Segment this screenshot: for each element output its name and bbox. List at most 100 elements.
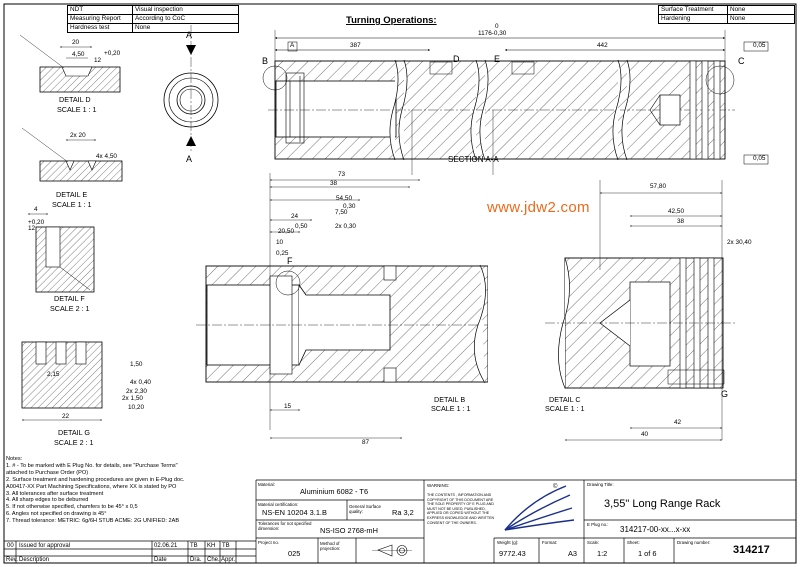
detail-e-scale: SCALE 1 : 1 xyxy=(52,200,92,209)
rev-header-approved: Appr. xyxy=(221,557,236,563)
company-logo xyxy=(504,485,575,531)
dim-c5780: 57,80 xyxy=(650,183,666,190)
dim-b030: 0,30 xyxy=(343,203,356,210)
section-letter-a-bottom: A xyxy=(186,154,193,164)
header-value: None xyxy=(727,14,795,24)
dim-d20: 20 xyxy=(72,39,80,46)
section-letter-d: D xyxy=(453,54,460,64)
header-value: According to CoC xyxy=(132,14,239,24)
detail-b-scale: SCALE 1 : 1 xyxy=(431,404,471,413)
detail-f-scale: SCALE 2 : 1 xyxy=(50,304,90,313)
surface-label: General Surface quality: xyxy=(349,504,381,514)
dim-e4x450: 4x 4,50 xyxy=(96,153,117,160)
format-value: A3 xyxy=(568,549,578,558)
header-value: None xyxy=(727,5,795,15)
dim-c38: 38 xyxy=(677,218,685,225)
dim-b15: 15 xyxy=(284,403,292,410)
drawing-title: 3,55" Long Range Rack xyxy=(604,498,721,510)
header-key: NDT xyxy=(67,5,133,15)
eplug-value: 314217-00-xx...x-xx xyxy=(620,525,691,534)
section-letter-e: E xyxy=(494,54,501,64)
header-key: Measuring Report xyxy=(67,14,133,24)
end-view xyxy=(163,25,219,152)
detail-d-view xyxy=(19,34,121,93)
note-line: 7. Thread tolerance: METRIC: 6g/6H STUB … xyxy=(6,518,180,525)
copyright-symbol: © xyxy=(553,484,558,490)
note-line: 4. All sharp edges to be deburred xyxy=(6,497,89,504)
note-line: 6. Angles not specified on drawing is 45… xyxy=(6,511,107,518)
tol-1: 0,05 xyxy=(753,42,766,49)
header-key: Hardening xyxy=(658,14,728,24)
scale-value: 1:2 xyxy=(597,549,608,558)
sheet-value: 1 of 6 xyxy=(638,549,657,558)
tol-2: 0,05 xyxy=(753,155,766,162)
dim-b050: 0,50 xyxy=(295,223,308,230)
dim-f020: +0,20 xyxy=(28,219,45,226)
section-a-a-view xyxy=(262,30,769,175)
cert-label: Material certification: xyxy=(258,502,299,507)
title-block-frames xyxy=(4,479,796,563)
section-letter-a-top: A xyxy=(186,30,193,40)
drawing-title-label: Drawing Title: xyxy=(587,482,614,487)
header-key: Hardness test xyxy=(67,23,133,33)
detail-c-scale: SCALE 1 : 1 xyxy=(545,404,585,413)
section-letter-g: G xyxy=(721,389,729,399)
detail-e-name: DETAIL E xyxy=(56,190,88,199)
dim-f4: 4 xyxy=(34,206,38,213)
detail-g-view xyxy=(21,341,103,421)
dim-b025: 0,25 xyxy=(276,250,289,257)
dim-b2050: 20,50 xyxy=(278,228,294,235)
dim-d020: +0,20 xyxy=(104,50,121,57)
dim-e2x20: 2x 20 xyxy=(70,132,86,139)
dim-c2x3040: 2x 30,40 xyxy=(727,239,752,246)
rev-header-rev: Rev. xyxy=(6,557,18,563)
detail-g-scale: SCALE 2 : 1 xyxy=(54,438,94,447)
section-letter-f: F xyxy=(287,256,293,266)
surface-value: Ra 3,2 xyxy=(392,508,414,517)
header-value: Visual inspection xyxy=(132,5,239,15)
detail-g-name: DETAIL G xyxy=(58,428,90,437)
dim-d450: 4,50 xyxy=(72,51,85,58)
dim-b5450: 54,50 xyxy=(336,195,352,202)
rev-header-drawn: Dra. xyxy=(190,557,202,563)
material-value: Aluminium 6082 - T6 xyxy=(300,487,369,496)
project-label: Project no. xyxy=(258,540,279,545)
dim-442: 442 xyxy=(597,42,608,49)
rev-number: 00 xyxy=(7,543,14,549)
note-line: 5. If not otherwise specified, chamfers … xyxy=(6,504,138,511)
dim-b87: 87 xyxy=(362,439,370,446)
dim-b750: 7,50 xyxy=(335,209,348,216)
dim-c4250: 42,50 xyxy=(668,208,684,215)
dim-g2x150: 2x 1,50 xyxy=(122,395,143,402)
format-label: Format: xyxy=(542,540,558,545)
scale-label: Scale: xyxy=(587,540,600,545)
detail-c-name: DETAIL C xyxy=(549,395,581,404)
dim-b73: 73 xyxy=(338,171,346,178)
detail-b-view xyxy=(196,173,502,439)
dim-f12: 12 xyxy=(28,225,36,232)
rev-date: 02.06.21 xyxy=(154,543,178,549)
drawing-number-label: Drawing number: xyxy=(677,540,711,545)
notes-block: Notes: 1. # - To be marked with E Plug N… xyxy=(6,456,258,525)
dim-g215: 2,15 xyxy=(47,371,60,378)
dim-c42: 42 xyxy=(674,419,682,426)
dim-b2x030: 2x 0,30 xyxy=(335,223,356,230)
dim-g2x230: 2x 2,30 xyxy=(126,388,147,395)
header-key: Surface Treatment xyxy=(658,5,728,15)
section-label: SECTION A-A xyxy=(448,155,499,164)
dim-c40: 40 xyxy=(641,431,649,438)
weight-value: 9772.43 xyxy=(499,549,526,558)
section-letter-c: C xyxy=(738,56,745,66)
sheet-label: Sheet: xyxy=(627,540,640,545)
dim-b38: 38 xyxy=(330,180,338,187)
drawing-number: 314217 xyxy=(733,544,770,556)
warning-text: THE CONTENTS , INFORMATION AND COPYRIGHT… xyxy=(427,493,495,525)
dim-g1020: 10,20 xyxy=(128,404,144,411)
